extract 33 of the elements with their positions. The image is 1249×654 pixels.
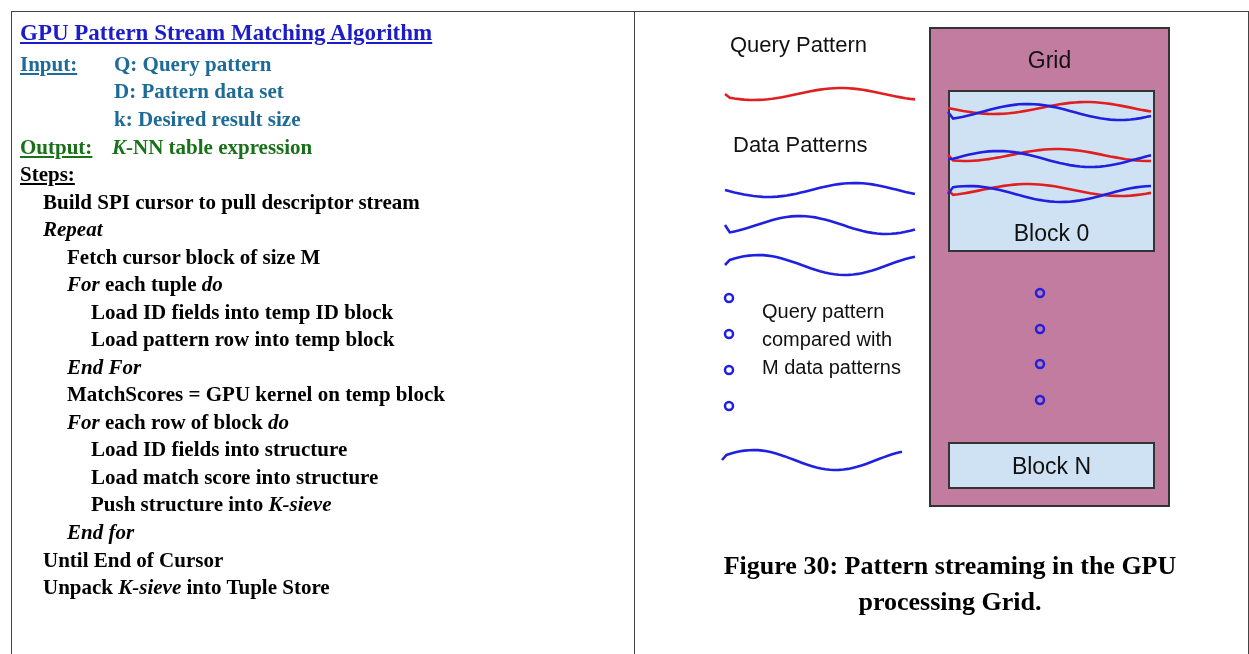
pseudocode-line: Fetch cursor block of size M <box>67 245 321 269</box>
input-item: D: Pattern data set <box>114 79 284 103</box>
pseudocode-line: Unpack K-sieve into Tuple Store <box>43 575 330 599</box>
pseudocode-line: For each tuple do <box>67 272 223 296</box>
pseudocode-line: Repeat <box>43 217 103 241</box>
steps-label: Steps: <box>20 162 75 186</box>
output-item: K-NN table expression <box>112 135 313 159</box>
pseudocode-line: MatchScores = GPU kernel on temp block <box>67 382 445 406</box>
pseudocode-line: Load match score into structure <box>91 465 379 489</box>
pseudocode-line: Until End of Cursor <box>43 548 224 572</box>
pseudocode-line: Load ID fields into structure <box>91 437 348 461</box>
grid-box <box>929 27 1170 507</box>
box-label: Block N <box>1010 453 1093 480</box>
pseudocode-line: Build SPI cursor to pull descriptor stream <box>43 190 420 214</box>
figure-caption: Figure 30: Pattern streaming in the GPU processing Grid. <box>722 550 1178 618</box>
input-item: Q: Query pattern <box>114 52 272 76</box>
pseudocode-line: Load ID fields into temp ID block <box>91 300 394 324</box>
block-box <box>948 90 1155 252</box>
box-label: Block 0 <box>1012 220 1091 247</box>
annotation-text: Query pattern compared with M data patterns <box>762 299 902 380</box>
pseudocode-line: Push structure into K-sieve <box>91 492 332 516</box>
panel-label: Data Patterns <box>733 132 868 158</box>
input-label: Input: <box>20 52 78 76</box>
pseudocode-line: For each row of block do <box>67 410 289 434</box>
box-label: Grid <box>1026 47 1073 74</box>
pseudocode-line: Load pattern row into temp block <box>91 327 395 351</box>
algorithm-title: GPU Pattern Stream Matching Algorithm <box>20 21 433 45</box>
pseudocode-line: End For <box>67 355 142 379</box>
panel-label: Query Pattern <box>730 32 867 58</box>
block-box <box>948 442 1155 489</box>
input-item: k: Desired result size <box>114 107 301 131</box>
output-label: Output: <box>20 135 93 159</box>
pseudocode-line: End for <box>67 520 135 544</box>
